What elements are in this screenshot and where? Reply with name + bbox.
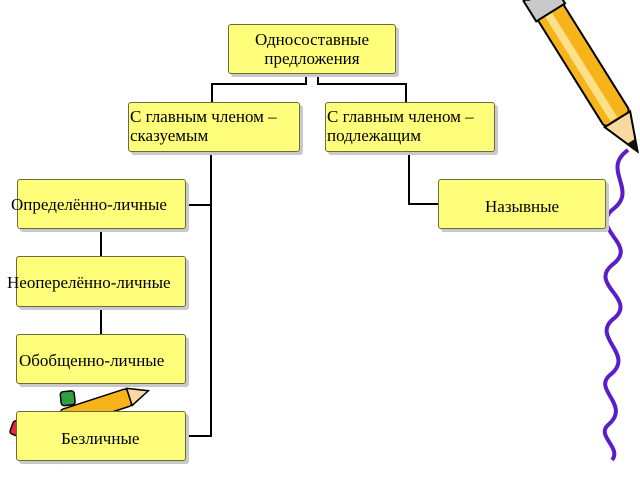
node-indefinite-personal: Неоперелённо-личные xyxy=(7,256,186,307)
connector-root-right xyxy=(317,74,407,102)
connectors xyxy=(100,74,438,437)
node-branch-predicate: С главным членом – сказуемым xyxy=(128,102,300,152)
node-root-label: Односоставные предложения xyxy=(254,30,369,68)
connector-predicate-spine xyxy=(186,152,212,437)
pencil-icon xyxy=(516,0,640,154)
node-indefinite-personal-label: Неоперелённо-личные xyxy=(7,273,171,292)
node-definite-personal-label: Определённо-личные xyxy=(11,195,167,214)
node-branch-subject-label: С главным членом – подлежащим xyxy=(327,107,474,145)
node-nominative-label: Назывные xyxy=(485,197,560,216)
squiggle-line xyxy=(602,148,630,462)
node-impersonal-label: Безличные xyxy=(61,429,140,448)
connector-subject-nominative xyxy=(408,152,438,205)
node-definite-personal: Определённо-личные xyxy=(11,179,186,229)
node-branch-predicate-label: С главным членом – сказуемым xyxy=(130,107,277,145)
node-branch-subject: С главным членом – подлежащим xyxy=(325,102,495,152)
node-generalized-personal: Обобщенно-личные xyxy=(16,334,186,384)
node-root: Односоставные предложения xyxy=(228,24,396,74)
node-nominative: Назывные xyxy=(438,179,606,229)
node-impersonal: Безличные xyxy=(16,411,186,461)
node-generalized-personal-label: Обобщенно-личные xyxy=(19,351,165,370)
connector-root-left xyxy=(211,74,307,102)
